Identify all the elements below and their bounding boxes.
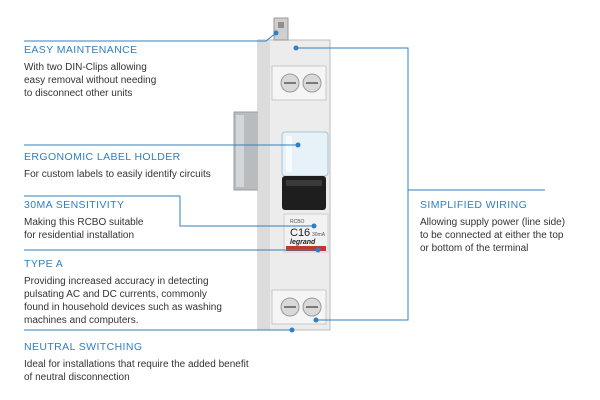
feature-type-a: TYPE A Providing increased accuracy in d… <box>24 258 274 327</box>
feature-title: 30mA SENSITIVITY <box>24 199 125 211</box>
feature-desc-line: to disconnect other units <box>24 88 133 99</box>
callout-easy-maintenance <box>24 32 277 42</box>
feature-desc-line: For custom labels to easily identify cir… <box>24 169 211 180</box>
feature-desc-line: machines and computers. <box>24 315 139 326</box>
device-rating: C16 <box>290 227 310 239</box>
feature-title: EASY MAINTENANCE <box>24 44 138 56</box>
feature-desc-line: Allowing supply power (line side) <box>420 217 566 228</box>
callout-sensitivity <box>179 196 314 227</box>
callout-dots <box>273 30 321 333</box>
front-panel <box>283 213 329 253</box>
feature-desc-line: of neutral disconnection <box>24 372 130 383</box>
feature-desc-line: pulsating AC and DC currents, commonly <box>24 289 207 300</box>
feature-desc-line: for residential installation <box>24 230 135 241</box>
feature-simplified-wiring: SIMPLIFIED WIRING Allowing supply power … <box>420 199 590 255</box>
callout-wiring-top <box>296 47 545 191</box>
feature-title: ERGONOMIC LABEL HOLDER <box>24 151 181 163</box>
feature-desc-line: or bottom of the terminal <box>420 243 529 254</box>
feature-desc-line: to be connected at either the top <box>420 230 564 241</box>
feature-label-holder: ERGONOMIC LABEL HOLDER For custom labels… <box>24 151 274 181</box>
feature-desc-line: Making this RCBO suitable <box>24 217 144 228</box>
feature-desc-line: easy removal without needing <box>24 75 157 86</box>
feature-title: TYPE A <box>24 258 64 270</box>
feature-title: SIMPLIFIED WIRING <box>420 199 528 211</box>
device-small-top: RCBO <box>290 219 305 225</box>
feature-title: NEUTRAL SWITCHING <box>24 341 143 353</box>
din-clip-top <box>273 17 289 41</box>
feature-easy-maintenance: EASY MAINTENANCE With two DIN-Clips allo… <box>24 44 274 100</box>
device-brand: legrand <box>290 239 316 246</box>
feature-desc-line: Providing increased accuracy in detectin… <box>24 276 209 287</box>
feature-neutral-switching: NEUTRAL SWITCHING Ideal for installation… <box>24 341 274 384</box>
body-side-shade <box>258 40 270 330</box>
din-rail-highlight <box>236 115 244 187</box>
din-clip-hole <box>278 22 284 28</box>
feature-desc-line: With two DIN-Clips allowing <box>24 62 147 73</box>
feature-desc-line: Ideal for installations that require the… <box>24 359 249 370</box>
callout-lines <box>24 32 545 331</box>
callout-wiring-bottom <box>316 190 409 321</box>
trip-indicator <box>286 246 326 251</box>
feature-sensitivity: 30mA SENSITIVITY Making this RCBO suitab… <box>24 199 274 242</box>
device-sensitivity: 30mA <box>312 232 326 238</box>
feature-desc-line: found in household devices such as washi… <box>24 302 222 313</box>
